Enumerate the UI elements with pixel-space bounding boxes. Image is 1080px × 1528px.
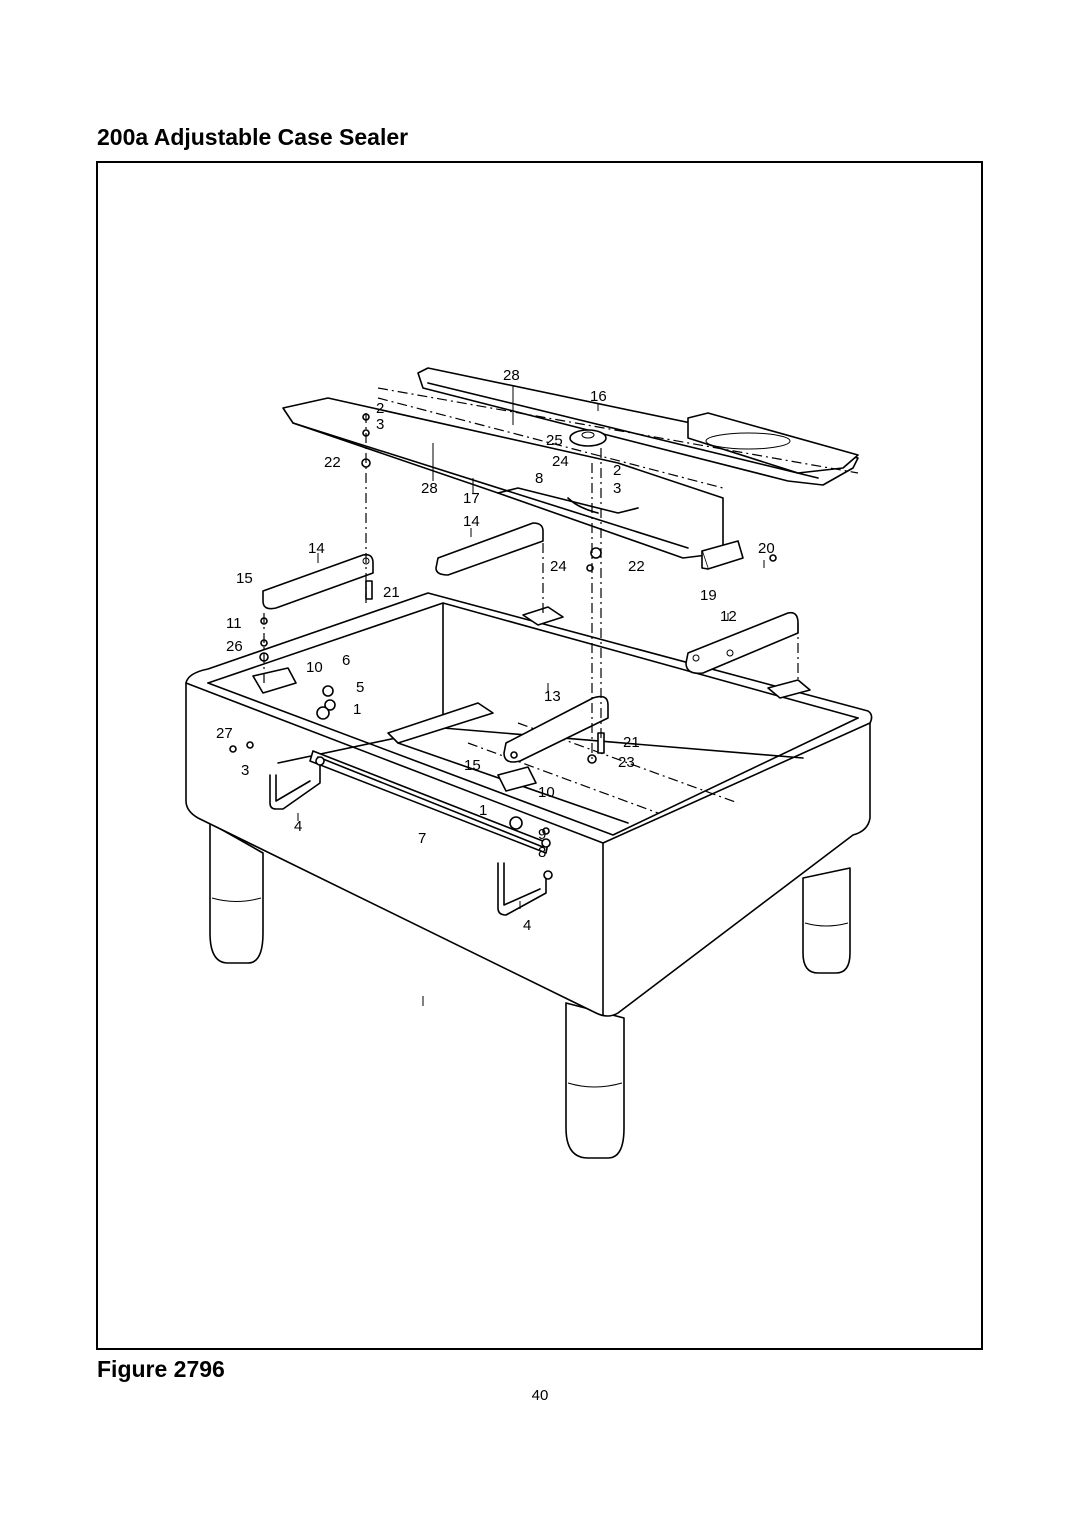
callout-3b: 3	[613, 480, 621, 497]
arm-components	[229, 413, 811, 848]
table-box	[185, 592, 873, 1017]
figure-frame: 28 16 2 3 25 22 24 2 8 3 28 17 14 14 20 …	[96, 161, 983, 1350]
callout-23: 23	[618, 754, 635, 771]
part-arm-14-middle	[435, 522, 544, 576]
callout-21a: 21	[383, 584, 400, 601]
callout-labels: 28 16 2 3 25 22 24 2 8 3 28 17 14 14 20 …	[216, 367, 775, 934]
callout-20: 20	[758, 540, 775, 557]
part-arm-13	[503, 695, 609, 763]
callout-5: 5	[356, 679, 364, 696]
callout-25: 25	[546, 432, 563, 449]
part-plate-16	[687, 412, 859, 474]
callout-6: 6	[342, 652, 350, 669]
callout-27: 27	[216, 725, 233, 742]
callout-14b: 14	[308, 540, 325, 557]
leg-back-right	[802, 867, 851, 974]
callout-24b: 24	[550, 558, 567, 575]
callout-1a: 1	[353, 701, 361, 718]
callout-8a: 8	[535, 470, 543, 487]
callout-1b: 1	[479, 802, 487, 819]
exploded-parts-diagram: 28 16 2 3 25 22 24 2 8 3 28 17 14 14 20 …	[185, 367, 873, 1159]
callout-24a: 24	[552, 453, 569, 470]
callout-28b: 28	[421, 480, 438, 497]
callout-28a: 28	[503, 367, 520, 384]
leg-front-middle	[565, 1002, 625, 1159]
callout-13: 13	[544, 688, 561, 705]
callout-2a: 2	[376, 400, 384, 417]
document-title: 200a Adjustable Case Sealer	[97, 124, 409, 150]
figure-caption: Figure 2796	[97, 1356, 225, 1382]
callout-17: 17	[463, 490, 480, 507]
leader-lines	[297, 385, 765, 1006]
callout-26: 26	[226, 638, 243, 655]
part-arm-14-left	[262, 553, 374, 610]
callout-3a: 3	[376, 416, 384, 433]
callout-4a: 4	[294, 818, 302, 835]
callout-8b: 8	[538, 844, 546, 861]
page-number: 40	[531, 1387, 549, 1404]
callout-15a: 15	[236, 570, 253, 587]
callout-10a: 10	[306, 659, 323, 676]
callout-21b: 21	[623, 734, 640, 751]
callout-10b: 10	[538, 784, 555, 801]
callout-7: 7	[418, 830, 426, 847]
callout-14a: 14	[463, 513, 480, 530]
part-arm-12	[685, 611, 799, 675]
callout-3c: 3	[241, 762, 249, 779]
callout-22b: 22	[628, 558, 645, 575]
part-bracket-10-right	[497, 766, 537, 792]
callout-11: 11	[226, 615, 242, 632]
callout-2b: 2	[613, 462, 621, 479]
leg-front-left	[209, 822, 264, 964]
callout-9: 9	[538, 826, 546, 843]
callout-19: 19	[700, 587, 717, 604]
callout-22a: 22	[324, 454, 341, 471]
callout-16: 16	[590, 388, 607, 405]
callout-4b: 4	[523, 917, 531, 934]
callout-15b: 15	[464, 757, 481, 774]
callout-12: 12	[720, 608, 737, 625]
